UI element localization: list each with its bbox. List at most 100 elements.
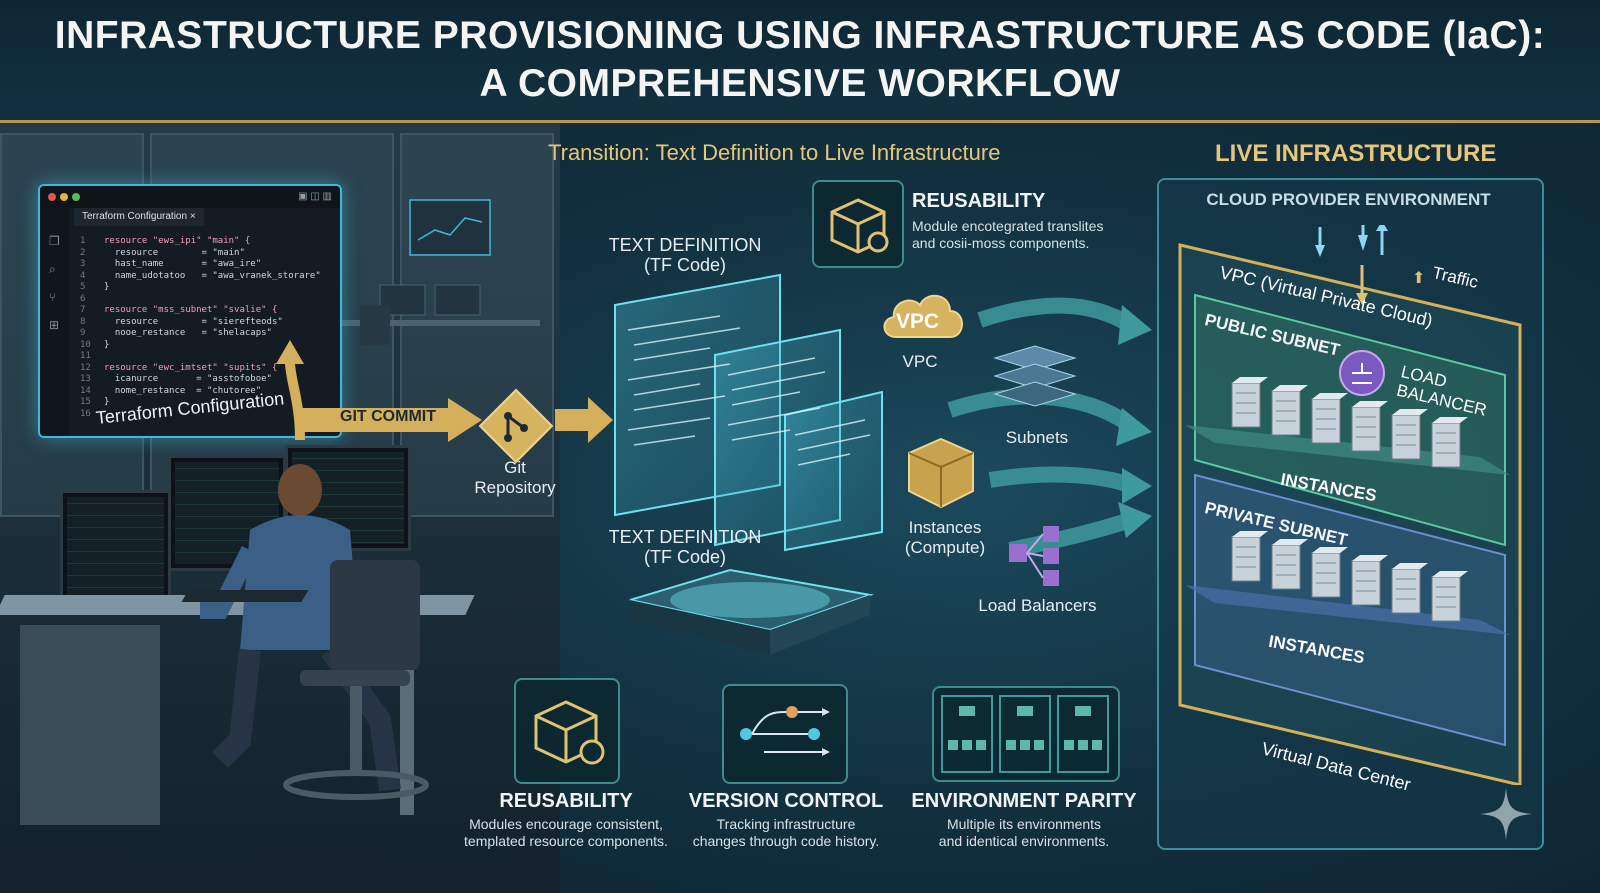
title-line-2: A COMPREHENSIVE WORKFLOW: [479, 62, 1121, 105]
server-rack: [1231, 377, 1268, 428]
code-text: nooe_restance = "shelacaps": [104, 328, 272, 338]
cloud-provider-env-label: CLOUD PROVIDER ENVIRONMENT: [1206, 190, 1491, 209]
line-number: 15: [80, 397, 91, 407]
box-gear-icon: [830, 198, 889, 254]
code-text: nome_restance = "chutoree": [104, 385, 262, 396]
instances-compute-icon: [908, 437, 974, 509]
code-line: 1 resource "ews_ipi" "main" {: [80, 236, 250, 246]
desk-cabinet: [20, 625, 160, 825]
vpc-cloud-icon: [883, 295, 963, 338]
code-text: hast_name = "awa_ire": [104, 259, 262, 269]
developer-figure: [200, 464, 429, 800]
code-text: resource "ewc_imtset" "supits" {: [104, 362, 278, 373]
server-rack: [1351, 555, 1388, 606]
git-commit-arrow: [276, 340, 482, 442]
server-rack: [1231, 531, 1268, 582]
code-line: 14 nome_restance = "chutoree": [80, 386, 261, 396]
line-number: 1: [80, 236, 86, 246]
environment-parity-icon-card: [932, 686, 1120, 782]
window-controls-icon[interactable]: ▣ ◫ ▥: [298, 191, 332, 202]
reusability-top-title: REUSABILITY: [912, 190, 1046, 212]
subnets-stack-icon: [993, 345, 1077, 407]
code-text: }: [104, 339, 110, 350]
code-text: resource "ews_ipi" "main" {: [104, 236, 251, 246]
extensions-icon[interactable]: ⊞: [49, 318, 60, 332]
keyboard: [181, 590, 309, 602]
code-line: 3 hast_name = "awa_ire": [80, 259, 261, 269]
text-definition-bottom: TEXT DEFINITION (TF Code): [608, 527, 762, 567]
transition-title: Transition: Text Definition to Live Infr…: [548, 140, 1001, 165]
reusability-top-icon-card: [812, 180, 904, 268]
server-rack: [1271, 385, 1308, 436]
code-line: 8 resource = "sierefteods": [80, 317, 283, 327]
line-number: 5: [80, 282, 86, 292]
line-number: 2: [80, 247, 86, 258]
terraform-code-window: ▣ ◫ ▥ Terraform Configuration × ❐ ⌕ ⑂ ⊞ …: [38, 184, 342, 438]
load-balancers-label: Load Balancers: [978, 596, 1097, 615]
benefit-card-desc: Modules encourage consistent, templated …: [464, 816, 668, 849]
line-number: 9: [80, 328, 86, 338]
benefit-card-title: REUSABILITY: [499, 790, 633, 812]
box-gear-icon-bottom: [534, 700, 605, 765]
code-line: 16: [80, 409, 104, 419]
code-line: 11: [80, 351, 104, 361]
title-line-1: INFRASTRUCTURE PROVISIONING USING INFRAS…: [54, 14, 1546, 57]
git-repository-label: Git Repository: [474, 458, 556, 497]
line-number: 14: [80, 385, 91, 396]
line-number: 7: [80, 305, 86, 315]
line-number: 13: [80, 374, 91, 384]
code-line: 13 icanurce = "asstofoboe": [80, 374, 272, 384]
monitor-left: [60, 490, 171, 606]
code-line: 9 nooe_restance = "shelacaps": [80, 328, 272, 338]
benefit-card-desc: Multiple its environments and identical …: [938, 816, 1110, 849]
reusability-top-desc: Module encotegrated translites and cosii…: [912, 218, 1104, 251]
line-number: 11: [80, 351, 91, 361]
search-icon[interactable]: ⌕: [49, 262, 56, 276]
benefit-card-desc: Tracking infrastructure changes through …: [692, 816, 880, 849]
files-icon[interactable]: ❐: [49, 234, 60, 248]
text-definition-top: TEXT DEFINITION (TF Code): [608, 235, 762, 275]
branch-icon[interactable]: ⑂: [49, 290, 57, 304]
code-text: }: [104, 282, 110, 292]
code-line: 6: [80, 294, 104, 304]
git-commit-label: GIT COMMIT: [340, 408, 436, 425]
code-text: resource = "main": [104, 247, 245, 258]
maximize-dot-icon[interactable]: [72, 193, 80, 201]
version-control-icon: [740, 706, 830, 756]
server-rack: [1311, 547, 1348, 598]
server-rack: [1431, 571, 1468, 622]
code-text: resource = "sierefteods": [104, 316, 283, 327]
live-infrastructure-title: LIVE INFRASTRUCTURE: [1215, 140, 1497, 167]
sparkle-icon: [1480, 788, 1532, 840]
line-number: 16: [80, 408, 91, 419]
line-number: 3: [80, 259, 86, 269]
minimize-dot-icon[interactable]: [60, 193, 68, 201]
code-text: icanurce = "asstofoboe": [104, 374, 272, 384]
version-control-icon-card: [722, 684, 848, 784]
subnets-label: Subnets: [1005, 428, 1069, 447]
line-number: 10: [80, 339, 91, 350]
background-desks: [340, 199, 540, 345]
server-rack: [1311, 393, 1348, 444]
benefit-card-title: VERSION CONTROL: [688, 790, 884, 812]
monitor-center: [168, 455, 286, 571]
code-line: 10}: [80, 340, 109, 350]
tab-terraform-configuration[interactable]: Terraform Configuration ×: [74, 208, 204, 226]
window-titlebar: ▣ ◫ ▥: [40, 186, 340, 208]
code-line: 15}: [80, 397, 109, 407]
load-balancers-icon: [1009, 526, 1059, 586]
code-line: 5}: [80, 282, 109, 292]
reusability-icon-card: [514, 678, 620, 784]
code-text: name_udotatoo = "awa_vranek_storare": [104, 270, 321, 281]
server-rack: [1351, 401, 1388, 452]
close-dot-icon[interactable]: [48, 193, 56, 201]
server-rack: [1271, 539, 1308, 590]
line-number: 4: [80, 270, 86, 281]
server-instances: [1231, 377, 1468, 622]
server-rack: [1391, 409, 1428, 460]
holographic-code-panels: [614, 273, 883, 655]
repo-to-code-arrow: [555, 397, 613, 443]
